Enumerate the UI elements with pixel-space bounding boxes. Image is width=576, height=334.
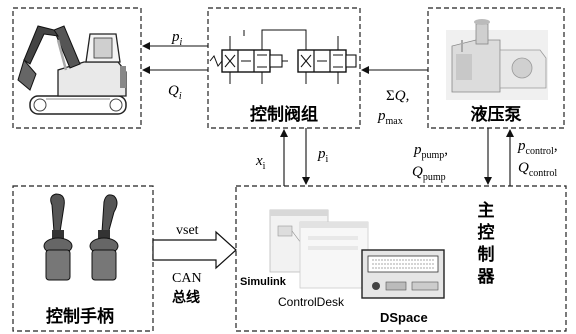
q-pump-label: Qpump [412,164,446,183]
vset-label: vset [176,223,199,238]
p-pump-label: ppump, [413,142,448,161]
controller-label-1: 主 [478,200,495,221]
p-i-top-label: pi [171,29,183,48]
bus-label: 总线 [172,289,200,306]
x-i-label: xi [255,153,266,172]
can-label: CAN [172,271,202,286]
q-control-label: Qcontrol [518,160,557,179]
p-control-label: pcontrol, [517,138,558,157]
joystick-icon [44,194,118,280]
dspace-label: DSpace [380,310,428,325]
pump-icon [446,19,548,100]
controldesk-label: ControlDesk [278,295,345,309]
valve-symbol-left [210,36,288,84]
controller-label-4: 器 [477,267,496,287]
p-max-label: pmax [377,108,403,127]
valve-group-label: 控制阀组 [250,104,318,125]
pump-label: 液压泵 [471,104,522,125]
joystick-label: 控制手柄 [46,306,114,327]
controller-label-2: 控 [478,222,495,243]
controller-label-3: 制 [478,244,495,265]
dspace-hardware-icon [362,250,444,298]
q-i-label: Qi [168,83,182,102]
sum-q-label: ΣQ, [386,88,409,104]
controldesk-screenshot [300,222,368,288]
p-i-down-label: pi [317,146,329,165]
excavator-icon [18,26,126,114]
simulink-label: Simulink [240,276,287,288]
